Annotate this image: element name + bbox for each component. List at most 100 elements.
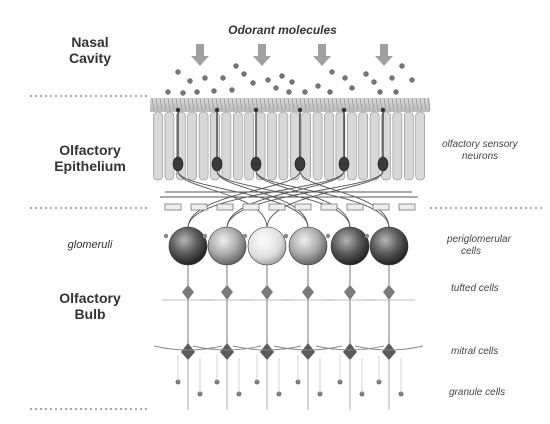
odorant-dot-icon — [343, 76, 348, 81]
dendritic-knob — [215, 108, 219, 112]
periglomerular-cell — [164, 234, 168, 238]
supporting-cell — [313, 112, 322, 180]
supporting-cell — [268, 112, 277, 180]
plate-segment — [399, 204, 415, 210]
odorant-dot-icon — [316, 84, 321, 89]
bulb-line-1: Olfactory — [45, 290, 135, 306]
olfactory-bulb-label: Olfactory Bulb — [45, 290, 135, 322]
odorant-dot-icon — [166, 90, 171, 95]
mitral-cell — [343, 343, 357, 360]
glomerulus — [289, 227, 327, 265]
periglomerular-cell — [326, 234, 330, 238]
odorant-dot-icon — [330, 70, 335, 75]
odorant-dot-icon — [181, 91, 186, 96]
sensory-neuron-body — [212, 157, 222, 171]
nasal-cavity-label: Nasal Cavity — [45, 34, 135, 66]
mitral-cell — [260, 343, 274, 360]
down-arrow-icon — [313, 44, 331, 66]
olfactory-epithelium — [154, 108, 425, 180]
mitral-cells-label: mitral cells — [451, 346, 546, 358]
plate-segment — [321, 204, 337, 210]
epithelium-line-2: Epithelium — [35, 158, 145, 174]
sensory-neuron-body — [339, 157, 349, 171]
glomerulus — [331, 227, 369, 265]
epithelium-line-1: Olfactory — [35, 142, 145, 158]
odorant-dot-icon — [195, 90, 200, 95]
mitral-cell — [220, 343, 234, 360]
odorant-dot-icon — [266, 78, 271, 83]
olfactory-sensory-neurons-label: olfactory sensory neurons — [442, 139, 547, 163]
plate-segment — [165, 204, 181, 210]
sensory-neuron-body — [295, 157, 305, 171]
supporting-cell — [199, 112, 208, 180]
sensory-neuron-body — [251, 157, 261, 171]
olfactory-epithelium-label: Olfactory Epithelium — [35, 142, 145, 174]
plate-segment — [191, 204, 207, 210]
odorant-molecules-label: Odorant molecules — [210, 23, 355, 37]
nasal-cavity-line-1: Nasal — [45, 34, 135, 50]
tufted-cell — [182, 285, 194, 300]
glomerulus — [169, 227, 207, 265]
odorant-dot-icon — [203, 76, 208, 81]
cribriform-plate — [165, 204, 415, 210]
plate-segment — [347, 204, 363, 210]
odorant-dot-icon — [176, 70, 181, 75]
sensory-neuron-body — [173, 157, 183, 171]
mitral-cell — [382, 343, 396, 360]
supporting-cell — [188, 112, 197, 180]
odorant-dot-icon — [364, 72, 369, 77]
dendritic-knob — [176, 108, 180, 112]
periglomerular-cells-label: periglomerular cells — [447, 234, 547, 258]
periglomerular-cell — [284, 234, 288, 238]
mitral-cell — [301, 343, 315, 360]
plate-segment — [295, 204, 311, 210]
glomeruli-label: glomeruli — [50, 239, 130, 251]
tufted-cell — [261, 285, 273, 300]
osn-line-2: neurons — [442, 151, 547, 163]
odorant-dot-icon — [372, 80, 377, 85]
odorant-dot-icon — [230, 88, 235, 93]
mitral-cell — [181, 343, 195, 360]
tufted-cell — [383, 285, 395, 300]
odorant-dot-icon — [400, 64, 405, 69]
odorant-dot-icon — [350, 86, 355, 91]
odorant-dot-icon — [234, 64, 239, 69]
odorant-dot-icon — [290, 80, 295, 85]
odorant-dot-icon — [280, 74, 285, 79]
periglomerular-cell — [365, 234, 369, 238]
axon — [178, 171, 308, 228]
odorant-dot-icon — [221, 76, 226, 81]
odorant-arrows — [191, 44, 393, 66]
supporting-cell — [347, 112, 356, 180]
plate-segment — [269, 204, 285, 210]
odorant-dot-icon — [328, 90, 333, 95]
pg-line-1: periglomerular — [447, 234, 547, 246]
periglomerular-cell — [203, 234, 207, 238]
down-arrow-icon — [253, 44, 271, 66]
odorant-dot-icon — [378, 90, 383, 95]
odorant-dot-icon — [410, 78, 415, 83]
supporting-cell — [393, 112, 402, 180]
dendritic-knob — [298, 108, 302, 112]
dendritic-knob — [342, 108, 346, 112]
dendritic-knob — [381, 108, 385, 112]
supporting-cell — [404, 112, 413, 180]
plate-segment — [243, 204, 259, 210]
odorant-dot-icon — [390, 76, 395, 81]
odorant-dot-icon — [274, 86, 279, 91]
granule-cells-label: granule cells — [449, 387, 544, 399]
sensory-neuron-body — [378, 157, 388, 171]
odorant-dot-icon — [394, 90, 399, 95]
pg-line-2: cells — [447, 246, 547, 258]
tufted-cells-label: tufted cells — [451, 283, 546, 295]
down-arrow-icon — [375, 44, 393, 66]
plate-segment — [217, 204, 233, 210]
supporting-cell — [233, 112, 242, 180]
supporting-cell — [245, 112, 254, 180]
odorant-dot-icon — [287, 90, 292, 95]
tufted-cell — [302, 285, 314, 300]
supporting-cell — [154, 112, 163, 180]
glomerulus — [248, 227, 286, 265]
dendritic-knob — [254, 108, 258, 112]
